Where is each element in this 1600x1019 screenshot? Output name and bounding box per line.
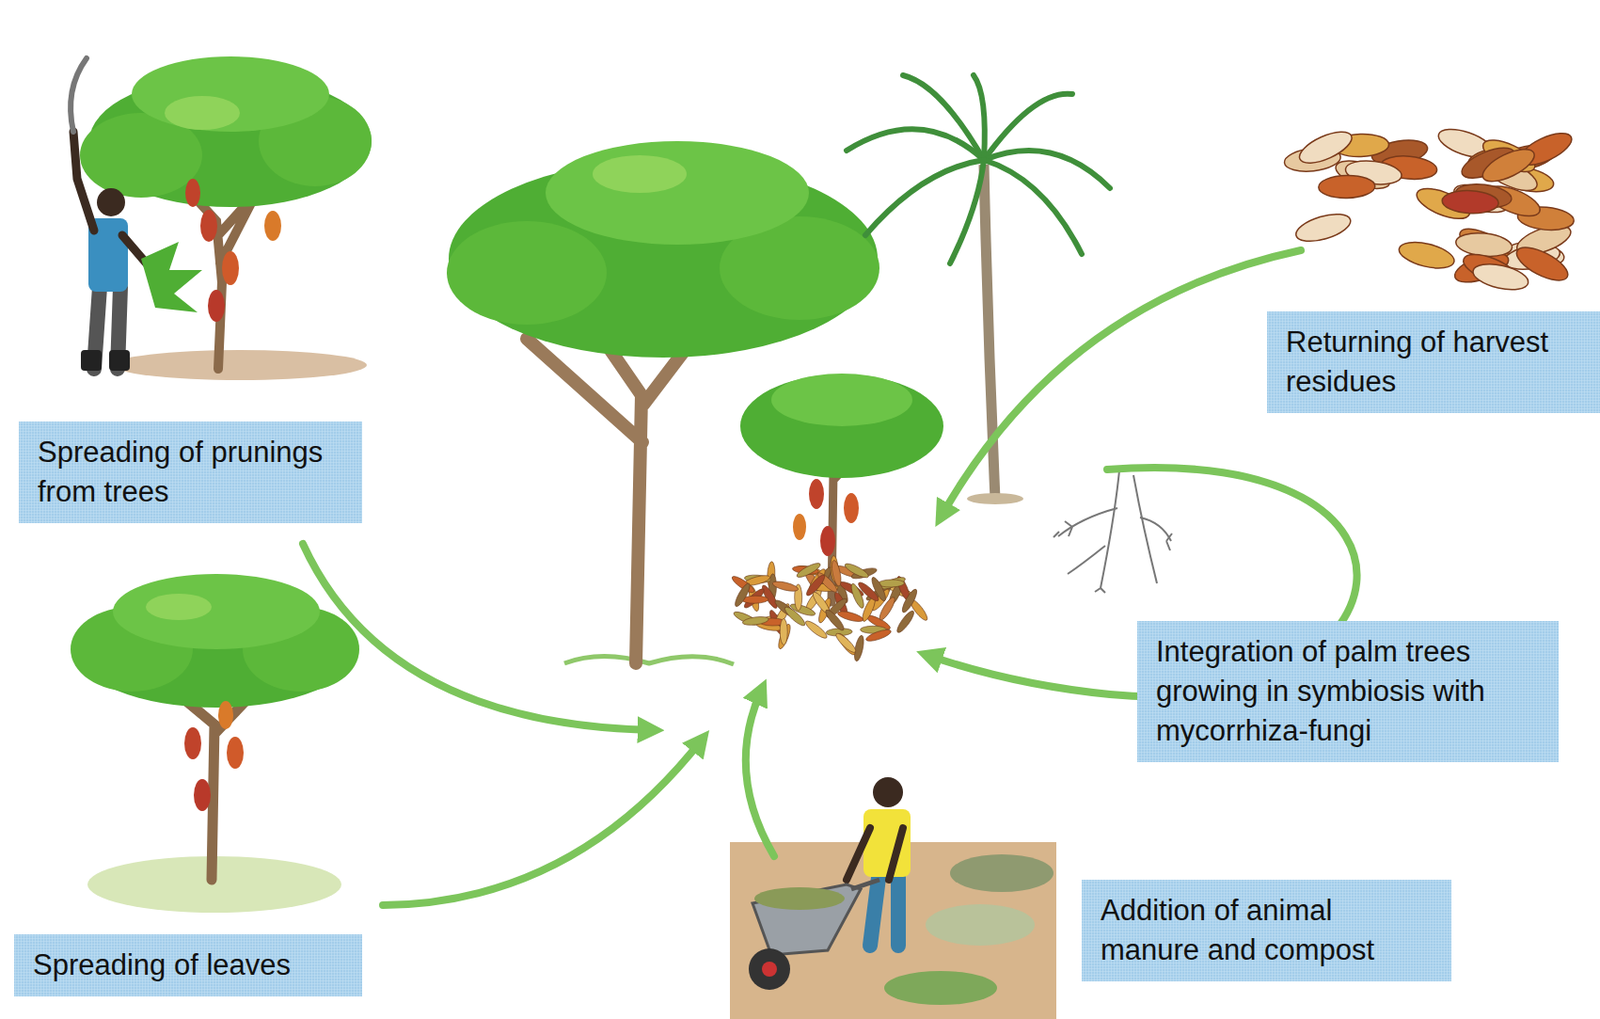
cocoa-husk [1396, 237, 1458, 273]
cocoa-husk [1477, 142, 1538, 189]
mulch-leaf [843, 560, 872, 580]
label-box: Integration of palm trees growing in sym… [1137, 620, 1559, 762]
label-box: Returning of harvest residues [1267, 311, 1600, 413]
label-text: Spreading of leaves [32, 945, 344, 985]
mulch-leaf [779, 617, 788, 645]
manure-scene [729, 776, 1057, 1019]
leaves-scene [70, 573, 360, 913]
cocoa-husk [1470, 259, 1531, 295]
mulch-leaf [742, 615, 770, 627]
pruning-scene [70, 56, 372, 381]
label-text: Returning of harvest residues [1285, 322, 1582, 402]
harvest-residues [1283, 123, 1576, 294]
mulch-leaf [823, 607, 846, 633]
mulch-leaf [803, 617, 829, 640]
label-text: Addition of animal manure and compost [1100, 890, 1433, 970]
mulch-leaf [794, 560, 822, 580]
label-text: Integration of palm trees growing in sym… [1156, 632, 1540, 751]
cocoa-husk [1318, 174, 1376, 199]
mulch-leaf [877, 579, 904, 588]
cocoa-husk [1295, 125, 1357, 170]
label-box: Spreading of prunings from trees [18, 421, 363, 523]
mulch-leaf [876, 595, 897, 622]
mulch-leaf [894, 608, 917, 634]
mycorrhiza-roots [1053, 470, 1173, 593]
label-box: Addition of animal manure and compost [1081, 879, 1452, 982]
mulch [729, 554, 930, 662]
mulch-leaf [864, 627, 892, 644]
mulch-leaf [900, 586, 920, 614]
label-box: Spreading of leaves [14, 934, 363, 997]
label-text: Spreading of prunings from trees [37, 432, 344, 512]
central-agroforest [446, 75, 1110, 665]
mulch-leaf [732, 581, 753, 608]
cocoa-husk [1441, 189, 1500, 215]
mulch-leaf [869, 575, 888, 603]
flow-arrows [302, 250, 1358, 905]
cocoa-husk [1455, 230, 1514, 259]
cocoa-husk [1293, 208, 1354, 247]
mulch-leaf [771, 579, 799, 593]
mulch-leaf [830, 559, 843, 587]
mulch-leaf [833, 631, 858, 655]
